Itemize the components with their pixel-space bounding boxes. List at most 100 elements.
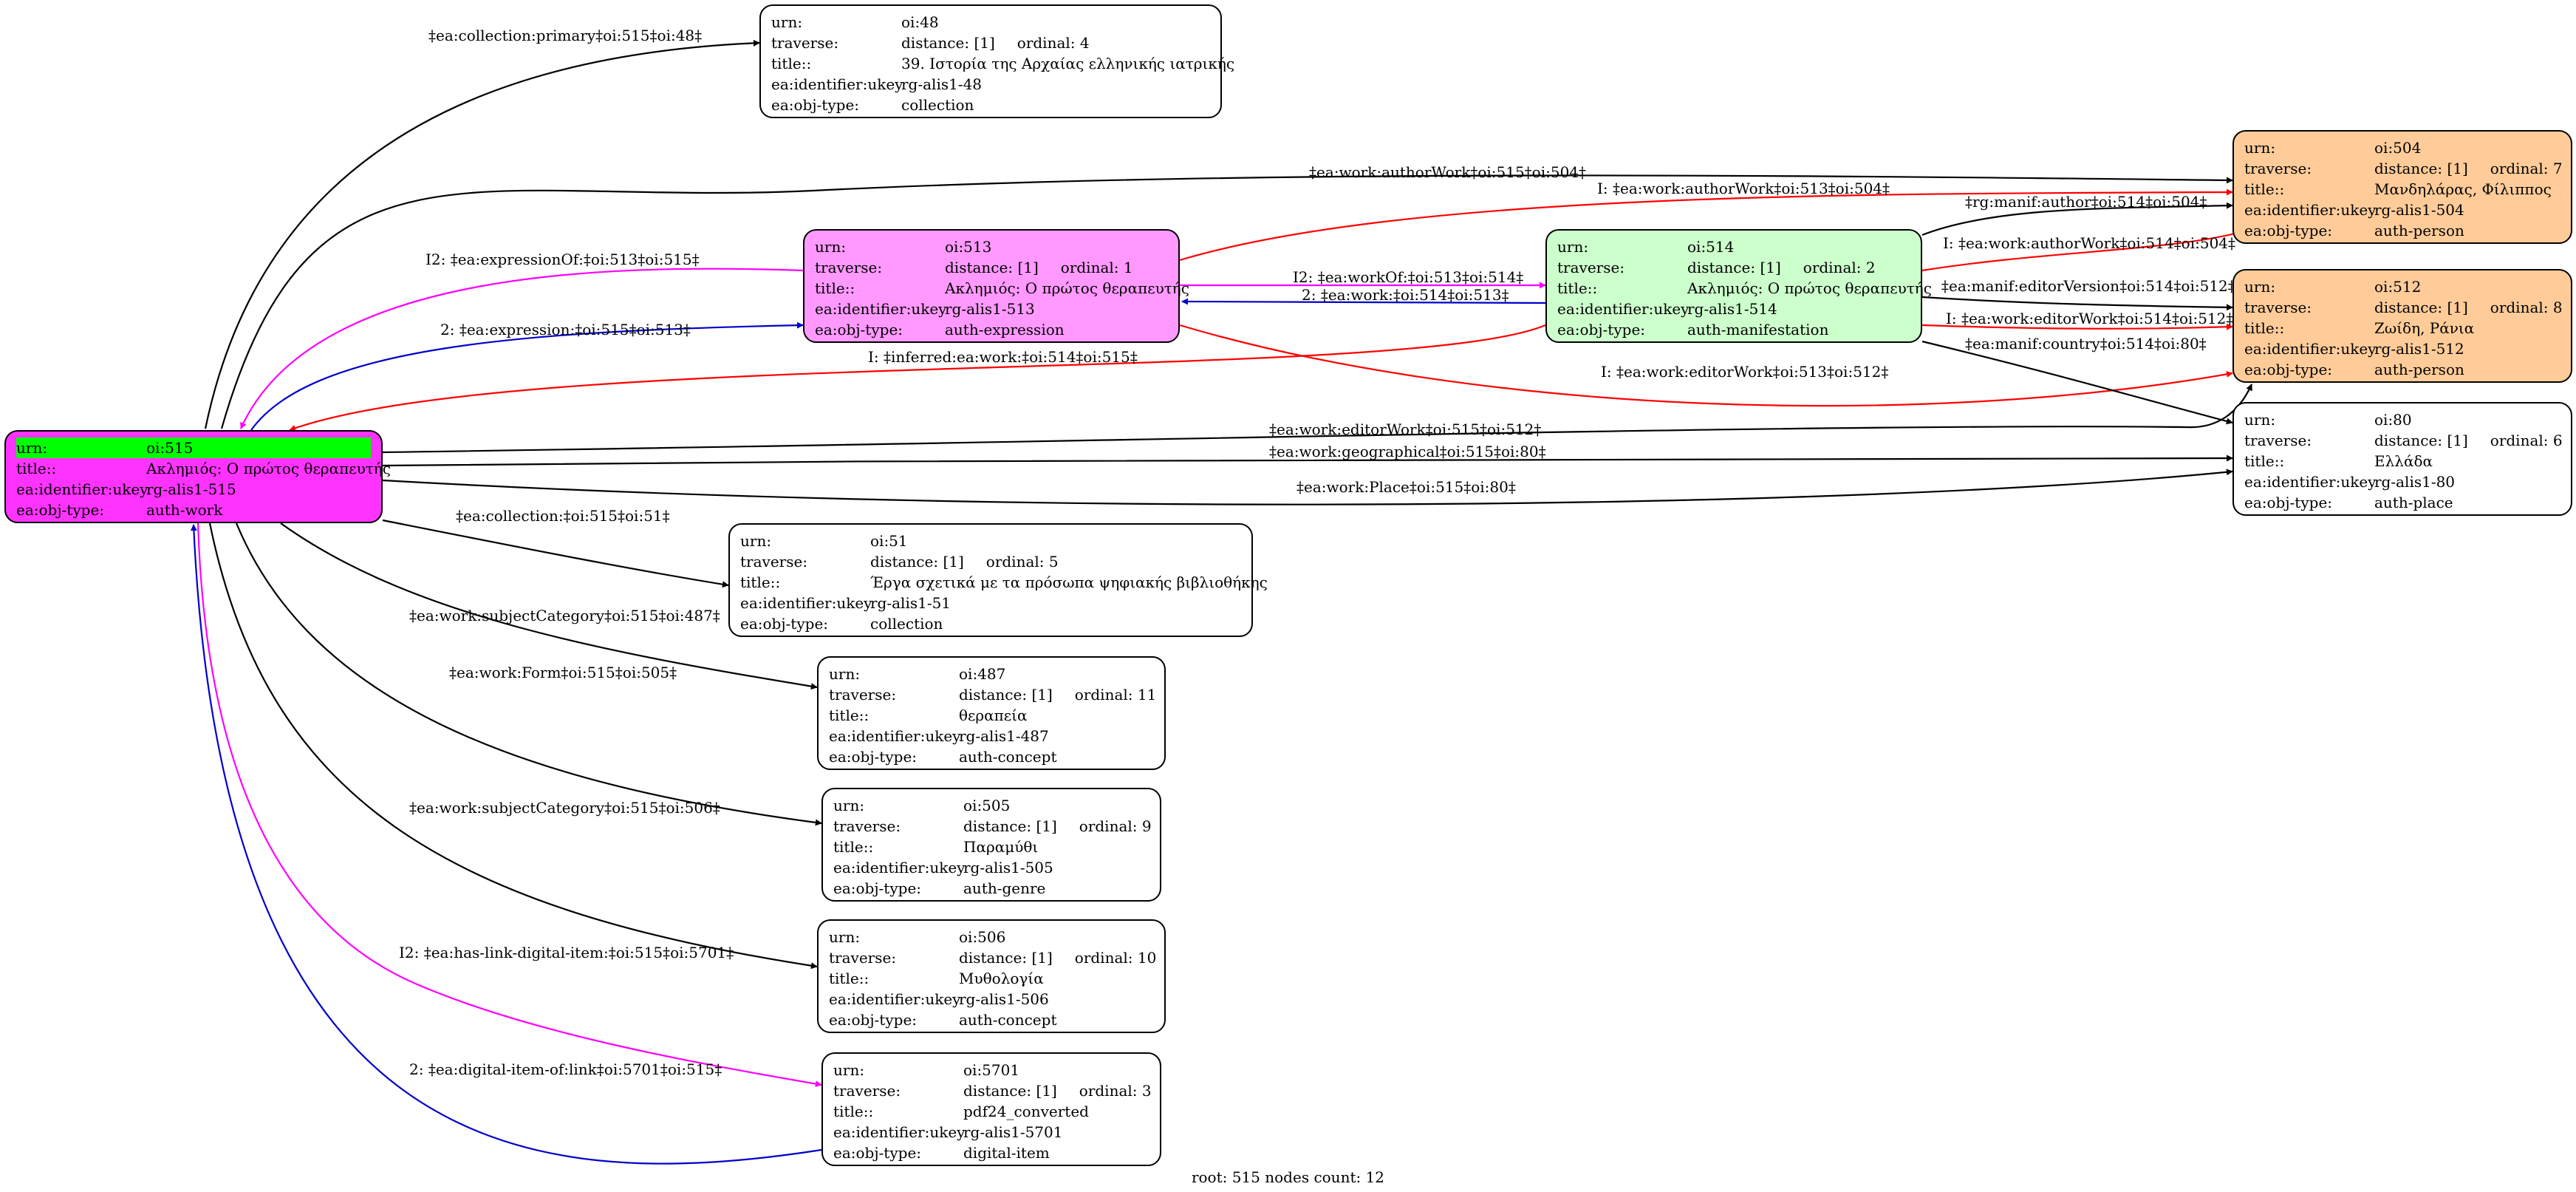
node-objtype-row: ea:obj-type:digital-item xyxy=(833,1142,1149,1163)
node-urn-row: urn:oi:48 xyxy=(771,12,1210,33)
node-urn-row: urn:oi:5701 xyxy=(833,1060,1149,1080)
node-objtype: auth-work xyxy=(146,501,223,519)
node-urn-row: urn:oi:512 xyxy=(2244,276,2560,297)
node-objtype-row: ea:obj-type:auth-expression xyxy=(815,319,1168,340)
field-label: ea:identifier:ukey xyxy=(1557,300,1690,318)
edge-e15 xyxy=(382,384,2253,454)
edge-label-e14: ‡ea:manif:country‡oi:514‡oi:80‡ xyxy=(1965,335,2207,353)
node-oi-506[interactable]: urn:oi:506 traverse:distance: [1]ordinal… xyxy=(817,919,1166,1033)
node-title: θεραπεία xyxy=(959,706,1028,724)
node-title: Ελλάδα xyxy=(2374,452,2433,470)
node-objtype-row: ea:obj-type:collection xyxy=(771,95,1210,115)
edge-label-e2: ‡ea:work:authorWork‡oi:515‡oi:504‡ xyxy=(1309,163,1586,181)
field-label: ea:identifier:ukey xyxy=(829,727,961,745)
node-title-row: title::Ζωίδη, Ράνια xyxy=(2244,318,2560,338)
node-objtype: auth-expression xyxy=(945,321,1065,338)
node-title-row: title::Ακλημιός: Ο πρώτος θεραπευτής xyxy=(815,278,1189,299)
node-urn-row: urn: oi:504 xyxy=(2244,137,2560,158)
node-oi-80[interactable]: urn:oi:80 traverse:distance: [1]ordinal:… xyxy=(2232,402,2572,516)
node-urn: oi:504 xyxy=(2374,139,2422,157)
node-urn-row: urn:oi:506 xyxy=(829,927,1154,947)
node-urn-row: urn:oi:80 xyxy=(2244,409,2560,430)
node-traverse-row: traverse:distance: [1]ordinal: 3 xyxy=(833,1080,1152,1101)
node-oi-504[interactable]: urn: oi:504 traverse:distance: [1]ordinal… xyxy=(2232,130,2572,244)
node-objtype-row: ea:obj-type:auth-genre xyxy=(833,878,1149,899)
edge-e7 xyxy=(1181,298,1546,305)
node-urn-row: urn:oi:487 xyxy=(829,664,1154,684)
node-traverse-row: traverse:distance: [1]ordinal: 7 xyxy=(2244,158,2563,179)
node-title-row: title::Έργα σχετικά με τα πρόσωπα ψηφιακ… xyxy=(740,572,1268,593)
field-label: title:: xyxy=(2244,180,2285,198)
node-urn-row: urn:oi:505 xyxy=(833,795,1149,816)
field-label: traverse: xyxy=(833,817,901,835)
field-label: traverse: xyxy=(740,553,808,571)
node-oi-48[interactable]: urn:oi:48 traverse:distance: [1]ordinal:… xyxy=(759,4,1234,118)
node-traverse-row: traverse:distance: [1]ordinal: 1 xyxy=(815,257,1168,278)
node-oi-505[interactable]: urn:oi:505 traverse:distance: [1]ordinal… xyxy=(821,788,1161,902)
field-label: ea:identifier:ukey xyxy=(16,480,148,498)
node-objtype: collection xyxy=(870,615,943,633)
node-oi-5701[interactable]: urn:oi:5701 traverse:distance: [1]ordina… xyxy=(821,1052,1161,1166)
node-urn: oi:514 xyxy=(1687,238,1735,256)
node-traverse-row: traverse:distance: [1]ordinal: 6 xyxy=(2244,430,2563,451)
field-label: urn: xyxy=(771,13,803,31)
node-urn: oi:506 xyxy=(959,928,1006,946)
node-distance: distance: [1] xyxy=(2374,160,2468,177)
edge-label-e13: I: ‡ea:work:editorWork‡oi:514‡oi:512‡ xyxy=(1946,310,2233,327)
node-distance: distance: [1] xyxy=(963,817,1057,835)
field-label: ea:identifier:ukey xyxy=(2244,340,2377,358)
node-distance: distance: [1] xyxy=(963,1082,1057,1100)
node-identifier-row: ea:identifier:ukey rg-alis1-515 xyxy=(16,479,371,500)
edge-label-e18: ‡ea:collection:‡oi:515‡oi:51‡ xyxy=(456,507,670,525)
node-traverse-row: traverse:distance: [1]ordinal: 4 xyxy=(771,33,1210,53)
node-distance: distance: [1] xyxy=(2374,299,2468,316)
edge-label-e20: ‡ea:work:Form‡oi:515‡oi:505‡ xyxy=(449,664,677,681)
edge-label-e10: ‡rg:manif:author‡oi:514‡oi:504‡ xyxy=(1965,193,2207,211)
field-label: title:: xyxy=(2244,452,2285,470)
edge-e14 xyxy=(1921,340,2233,425)
field-label: ea:obj-type: xyxy=(16,501,105,519)
field-label: ea:obj-type: xyxy=(2244,494,2333,511)
graph-footer: root: 515 nodes count: 12 xyxy=(1191,1168,1385,1186)
node-title-row: title::39. Ιστορία της Αρχαίας ελληνικής… xyxy=(771,53,1234,74)
edge-label-e22: I2: ‡ea:has-link-digital-item:‡oi:515‡oi… xyxy=(399,944,734,961)
field-label: title:: xyxy=(829,970,870,987)
edge-label-e21: ‡ea:work:subjectCategory‡oi:515‡oi:506‡ xyxy=(409,799,720,817)
node-identifier: rg-alis1-513 xyxy=(945,300,1035,318)
edge-e9 xyxy=(1179,324,2233,407)
node-identifier: rg-alis1-505 xyxy=(963,859,1053,876)
field-label: ea:obj-type: xyxy=(2244,222,2333,239)
edge-label-e6: I2: ‡ea:workOf:‡oi:513‡oi:514‡ xyxy=(1293,268,1523,286)
field-label: urn: xyxy=(2244,139,2276,157)
field-label: ea:identifier:ukey xyxy=(740,594,872,612)
field-label: urn: xyxy=(833,1061,865,1079)
node-urn: oi:513 xyxy=(945,238,992,256)
node-title-row: title::θεραπεία xyxy=(829,705,1154,726)
node-title-row: title:: Ακλημιός: Ο πρώτος θεραπευτής xyxy=(16,458,391,479)
edge-label-e16: ‡ea:work:geographical‡oi:515‡oi:80‡ xyxy=(1269,443,1546,460)
node-oi-487[interactable]: urn:oi:487 traverse:distance: [1]ordinal… xyxy=(817,656,1166,770)
node-oi-512[interactable]: urn:oi:512 traverse:distance: [1]ordinal… xyxy=(2232,269,2572,383)
node-title: Ακλημιός: Ο πρώτος θεραπευτής xyxy=(146,460,391,477)
field-label: ea:obj-type: xyxy=(833,879,922,897)
node-title-row: title::Ακλημιός: Ο πρώτος θεραπευτής xyxy=(1557,278,1932,299)
field-label: urn: xyxy=(16,439,48,457)
node-ordinal: ordinal: 8 xyxy=(2490,299,2563,316)
field-label: ea:obj-type: xyxy=(771,96,860,114)
node-title: pdf24_converted xyxy=(963,1103,1089,1120)
node-oi-514[interactable]: urn:oi:514 traverse:distance: [1]ordinal… xyxy=(1545,229,1932,343)
node-distance: distance: [1] xyxy=(870,553,964,571)
node-oi-51[interactable]: urn:oi:51 traverse:distance: [1]ordinal:… xyxy=(728,523,1268,637)
node-oi-513[interactable]: urn:oi:513 traverse:distance: [1]ordinal… xyxy=(803,229,1189,343)
edge-e10 xyxy=(1921,202,2233,236)
field-label: title:: xyxy=(833,1103,874,1120)
node-objtype-row: ea:obj-type:auth-concept xyxy=(829,746,1154,767)
node-urn: oi:487 xyxy=(959,665,1006,683)
node-oi-515[interactable]: urn: oi:515 title:: Ακλημιός: Ο πρώτος θ… xyxy=(4,430,391,523)
node-objtype-row: ea:obj-type:auth-concept xyxy=(829,1009,1154,1030)
